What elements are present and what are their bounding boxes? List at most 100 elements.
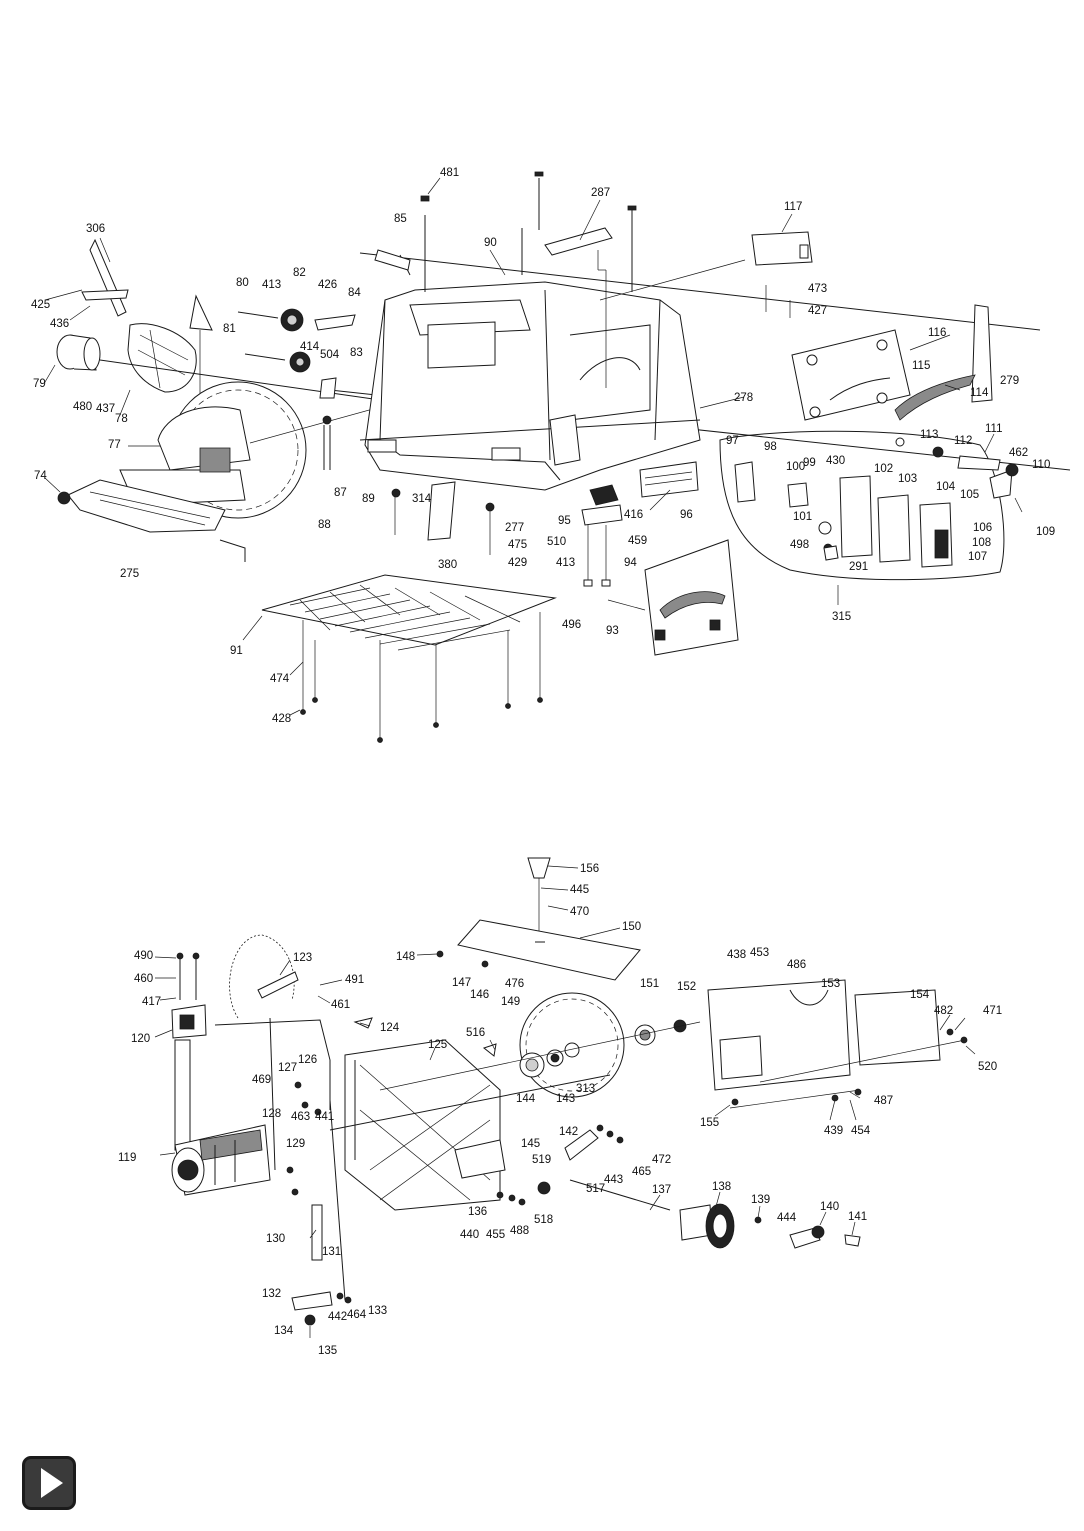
blade-cover-153 (707, 979, 851, 1091)
callout: 106 (973, 522, 992, 534)
callout: 461 (331, 999, 350, 1011)
callout: 442 (328, 1311, 347, 1323)
callout: 83 (350, 347, 363, 359)
pulley-upper (280, 308, 304, 332)
lower-callout-labels: 156 445 470 150 148 490 123 460 491 417 … (118, 863, 1002, 1357)
callout: 133 (368, 1305, 387, 1317)
callout: 81 (223, 323, 236, 335)
callout: 516 (466, 1027, 485, 1039)
callout: 444 (777, 1212, 797, 1224)
blade-guard-cover (127, 323, 197, 393)
callout: 134 (274, 1325, 294, 1337)
callout: 465 (632, 1166, 651, 1178)
callout: 482 (934, 1005, 953, 1017)
bevel-scale-114 (894, 374, 976, 421)
callout: 487 (874, 1095, 893, 1107)
callout: 441 (315, 1111, 334, 1123)
callout: 137 (652, 1184, 671, 1196)
callout: 314 (412, 493, 432, 505)
callout: 518 (534, 1214, 553, 1226)
callout: 99 (803, 457, 816, 469)
callout: 291 (849, 561, 868, 573)
callout: 136 (468, 1206, 487, 1218)
side-plate-154 (854, 989, 941, 1066)
callout: 132 (262, 1288, 281, 1300)
callout: 90 (484, 237, 497, 249)
callout: 80 (236, 277, 249, 289)
callout: 498 (790, 539, 809, 551)
upper-leader-lines (44, 177, 995, 716)
foot-bracket-132 (291, 1291, 333, 1338)
callout: 480 (73, 401, 92, 413)
callout: 124 (380, 1022, 400, 1034)
callout: 84 (348, 287, 361, 299)
callout: 490 (134, 950, 153, 962)
callout: 100 (786, 461, 805, 473)
callout: 436 (50, 318, 69, 330)
motor-carriage-125 (344, 1039, 506, 1211)
callout: 125 (428, 1039, 447, 1051)
hex-key (219, 539, 246, 562)
callout: 454 (851, 1125, 871, 1137)
callout: 504 (320, 349, 340, 361)
callout: 380 (438, 559, 457, 571)
callout: 510 (547, 536, 566, 548)
callout: 428 (272, 713, 291, 725)
callout: 149 (501, 996, 520, 1008)
knob-74 (57, 491, 71, 505)
callout: 445 (570, 884, 589, 896)
callout: 426 (318, 279, 337, 291)
callout: 429 (508, 557, 527, 569)
lower-assembly: 156 445 470 150 148 490 123 460 491 417 … (118, 857, 1002, 1357)
callout: 108 (972, 537, 991, 549)
callout: 101 (793, 511, 812, 523)
callout: 146 (470, 989, 489, 1001)
callout: 82 (293, 267, 306, 279)
callout: 102 (874, 463, 893, 475)
callout: 140 (820, 1201, 839, 1213)
callout: 98 (764, 441, 777, 453)
callout: 519 (532, 1154, 551, 1166)
callout: 469 (252, 1074, 271, 1086)
throat-plate (457, 919, 641, 981)
crank-handle-140 (789, 1225, 861, 1249)
lower-blade-guard (67, 479, 226, 533)
callout: 105 (960, 489, 979, 501)
callout: 104 (936, 481, 956, 493)
callout: 96 (680, 509, 693, 521)
callout: 313 (576, 1083, 595, 1095)
callout: 437 (96, 403, 115, 415)
upper-callout-labels: 481 85 287 117 90 306 80 413 82 426 84 4… (31, 167, 1055, 725)
callout: 131 (322, 1246, 341, 1258)
handwheel-138 (679, 1203, 762, 1249)
callout: 416 (624, 509, 643, 521)
callout: 488 (510, 1225, 529, 1237)
callout: 277 (505, 522, 524, 534)
anti-kickback-pawl (81, 238, 129, 317)
warning-triangle-icon (189, 294, 213, 331)
callout: 476 (505, 978, 524, 990)
callout: 443 (604, 1174, 623, 1186)
callout: 147 (452, 977, 471, 989)
callout: 112 (954, 435, 972, 447)
callout: 425 (31, 299, 50, 311)
callout: 455 (486, 1229, 505, 1241)
callout: 88 (318, 519, 331, 531)
callout: 154 (910, 989, 930, 1001)
next-page-button[interactable] (22, 1456, 76, 1510)
callout: 471 (983, 1005, 1002, 1017)
gear-518 (537, 1181, 551, 1195)
callout: 150 (622, 921, 641, 933)
callout: 78 (115, 413, 128, 425)
base-plate (261, 574, 557, 651)
bevel-lock-142 (564, 1129, 599, 1161)
callout: 481 (440, 167, 459, 179)
motor-119 (171, 1124, 271, 1196)
callout: 95 (558, 515, 571, 527)
callout: 123 (293, 952, 312, 964)
lower-leader-lines (154, 865, 976, 1239)
callout: 462 (1009, 447, 1028, 459)
callout: 459 (628, 535, 647, 547)
top-screws (374, 171, 637, 292)
callout: 155 (700, 1117, 719, 1129)
